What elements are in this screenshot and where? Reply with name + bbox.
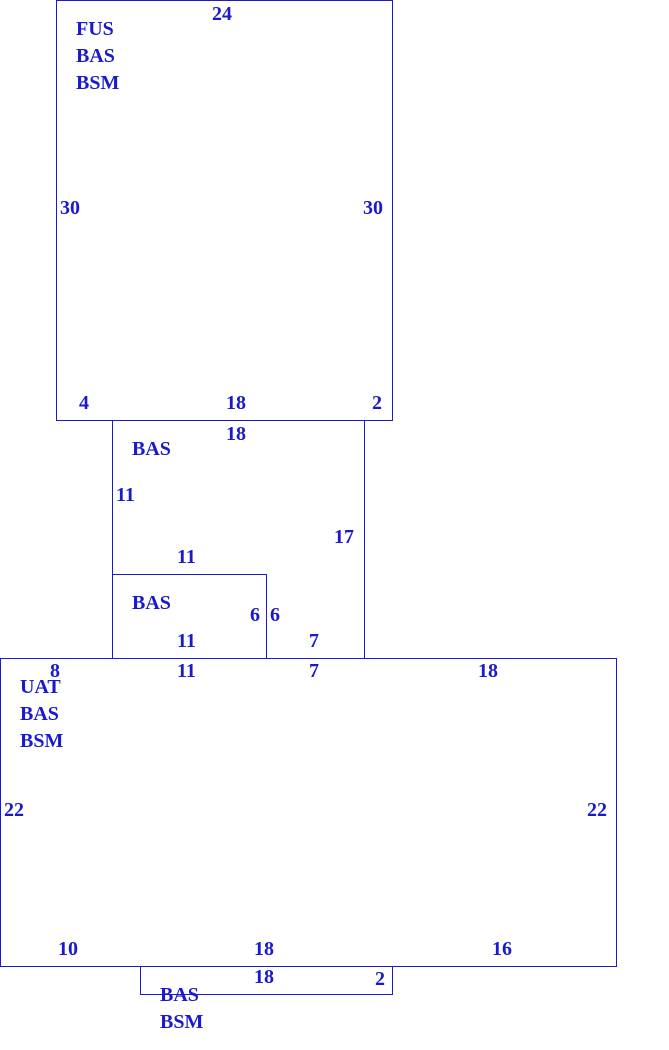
dim-label: 18	[254, 966, 274, 988]
dim-label: 8	[50, 660, 60, 682]
room-code: BAS	[160, 984, 199, 1006]
room-code: FUS	[76, 18, 114, 40]
dim-label: 2	[375, 968, 385, 990]
room-code: BSM	[76, 72, 120, 94]
room-middle-codes: BAS	[132, 436, 171, 463]
dim-label: 30	[60, 197, 80, 219]
dim-label: 11	[177, 546, 196, 568]
dim-label: 11	[116, 484, 135, 506]
dim-label: 18	[478, 660, 498, 682]
dim-label: 11	[177, 660, 196, 682]
dim-label: 4	[79, 392, 89, 414]
room-code: UAT	[20, 676, 61, 698]
room-code: BSM	[20, 730, 64, 752]
dim-label: 7	[309, 660, 319, 682]
room-bottom	[140, 966, 393, 995]
dim-label: 10	[58, 938, 78, 960]
dim-label: 22	[4, 799, 24, 821]
room-code: BSM	[160, 1011, 204, 1033]
room-code: BAS	[20, 703, 59, 725]
room-code: BAS	[132, 592, 171, 614]
room-code: BAS	[76, 45, 115, 67]
room-code: BAS	[132, 438, 171, 460]
dim-label: 7	[309, 630, 319, 652]
dim-label: 16	[492, 938, 512, 960]
dim-label: 18	[254, 938, 274, 960]
room-large	[0, 658, 617, 967]
dim-label: 11	[177, 630, 196, 652]
dim-label: 24	[212, 3, 232, 25]
dim-label: 18	[226, 392, 246, 414]
dim-label: 17	[334, 526, 354, 548]
room-inner-codes: BAS	[132, 590, 171, 617]
room-large-codes: UAT BAS BSM	[20, 674, 63, 755]
dim-label: 6	[250, 604, 260, 626]
dim-label: 30	[363, 197, 383, 219]
dim-label: 22	[587, 799, 607, 821]
room-top-codes: FUS BAS BSM	[76, 16, 119, 97]
dim-label: 6	[270, 604, 280, 626]
room-bottom-codes: BAS BSM	[160, 982, 203, 1036]
dim-label: 18	[226, 423, 246, 445]
dim-label: 2	[372, 392, 382, 414]
